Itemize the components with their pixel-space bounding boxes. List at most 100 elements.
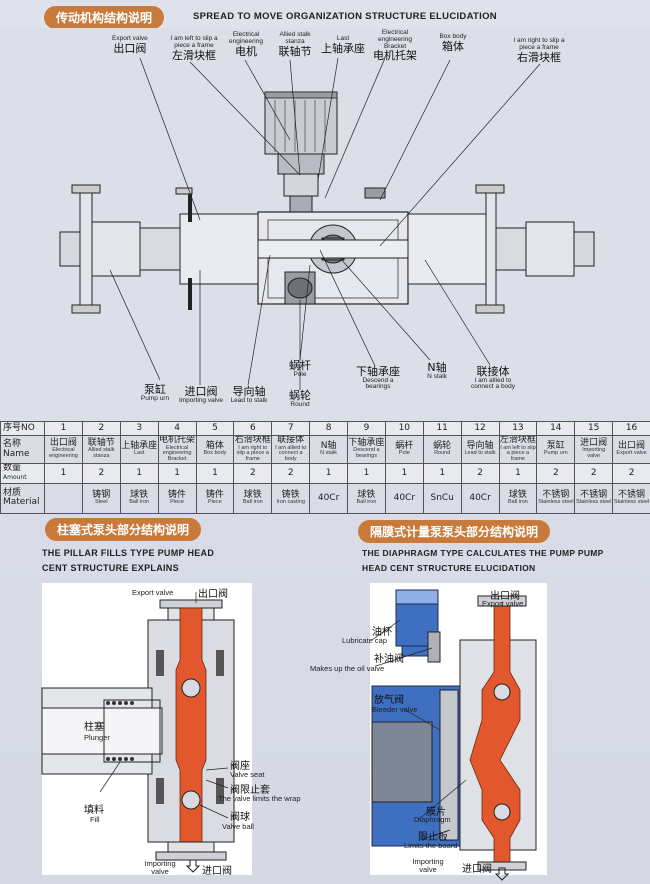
plunger-section-title-en-1: THE PILLAR FILLS TYPE PUMP HEAD — [42, 548, 215, 558]
plunger-label-seat-zh: 阀座 — [230, 761, 250, 772]
table-cell: 2 — [460, 463, 500, 484]
table-cell: 2 — [612, 463, 650, 484]
table-cell: 12 — [460, 421, 500, 436]
label-n-stalk: N轴 N stalk — [427, 361, 447, 380]
label-lead-stalk: 导向轴 Lead to stalk — [230, 385, 268, 404]
table-cell: 7 — [271, 421, 311, 436]
table-cell: 40Cr — [384, 482, 424, 514]
table-cell: 15 — [574, 421, 614, 436]
diaphragm-label-export-en: Export valve — [482, 599, 524, 608]
label-worm-round: 蜗轮 Round — [289, 389, 311, 408]
label-left-slip-frame: I am left to slip a piece a frame 左滑块框 — [170, 35, 218, 62]
label-motor-bracket: Electrical engineering Bracket 电机托架 — [373, 29, 417, 63]
label-import-valve: 进口阀 Importing valve — [178, 385, 224, 404]
diaphragm-label-bleeder-zh: 放气阀 — [374, 695, 404, 706]
table-cell: 3 — [119, 421, 159, 436]
label-lower-bearing: 下轴承座 Descend a bearings — [356, 365, 400, 391]
plunger-section-title-en-2: CENT STRUCTURE EXPLAINS — [42, 563, 179, 573]
plunger-label-plunger-en: Plunger — [84, 733, 110, 742]
plunger-label-plunger-zh: 柱塞 — [84, 722, 104, 733]
plunger-label-ball-zh: 阀球 — [230, 812, 250, 823]
label-connect-body: 联接体 I am allied to connect a body — [470, 365, 516, 391]
label-right-slip-frame: I am right to slip a piece a frame 右滑块框 — [513, 37, 565, 64]
row-header-amount: 数量Amount — [0, 463, 45, 484]
diaphragm-label-bleeder-en: Bleeder valve — [372, 705, 418, 714]
diaphragm-label-oilcup-en: Lubricate cap — [342, 636, 388, 645]
table-cell: 40Cr — [309, 482, 348, 514]
table-cell: 2 — [81, 421, 121, 436]
label-box-body: Box body 箱体 — [439, 33, 467, 53]
table-cell: 2 — [81, 463, 121, 484]
table-cell: 1 — [498, 463, 538, 484]
diaphragm-label-oilvalve-en: Makes up the oil valve — [310, 664, 385, 673]
plunger-label-ball-en: Valve ball — [222, 822, 254, 831]
table-cell: 40Cr — [460, 482, 500, 514]
diaphragm-label-board-en: Limits the board — [404, 841, 458, 850]
plunger-label-export-zh: 出口阀 — [198, 589, 228, 600]
row-header-no: 序号NO — [0, 421, 45, 436]
table-cell: 1 — [195, 463, 235, 484]
parts-table: 序号NO 1 2 3 4 5 6 7 8 9 10 11 12 13 14 15… — [0, 421, 650, 514]
diaphragm-label-board-zh: 限止板 — [418, 832, 448, 843]
diaphragm-label-diaphragm-en: Diaphragm — [414, 815, 451, 824]
table-cell: 1 — [44, 421, 83, 436]
table-cell — [44, 482, 83, 514]
table-cell: 16 — [612, 421, 650, 436]
table-cell: 6 — [233, 421, 273, 436]
table-cell: 13 — [498, 421, 538, 436]
plunger-diagram-frame — [42, 578, 252, 875]
diaphragm-section-title: 隔膜式计量泵泵头部分结构说明 — [358, 520, 551, 543]
plunger-label-export-en: Export valve — [132, 588, 174, 597]
table-row-no: 序号NO 1 2 3 4 5 6 7 8 9 10 11 12 13 14 15… — [0, 421, 650, 436]
table-cell: 9 — [347, 421, 386, 436]
table-cell: SnCu — [422, 482, 462, 514]
plunger-label-import-en: Importing valve — [144, 859, 176, 876]
label-motor: Electrical engineering 电机 — [229, 31, 263, 58]
plunger-label-fill-zh: 填料 — [84, 805, 104, 816]
transmission-title: 传动机构结构说明 — [44, 6, 165, 29]
transmission-drawing — [0, 28, 650, 420]
table-cell: 10 — [384, 421, 424, 436]
transmission-title-en: SPREAD TO MOVE ORGANIZATION STRUCTURE EL… — [193, 11, 497, 22]
diaphragm-label-import-zh: 进口阀 — [462, 864, 492, 875]
table-cell: 2 — [271, 463, 311, 484]
table-cell: 14 — [536, 421, 576, 436]
table-cell: 1 — [44, 463, 83, 484]
diaphragm-label-oilvalve-zh: 补油阀 — [374, 654, 404, 665]
label-allied-stalk: Allied stalk stanza 联轴节 — [278, 31, 312, 58]
diaphragm-label-import-en: Importing valve — [412, 857, 444, 874]
table-cell: 2 — [233, 463, 273, 484]
table-cell: 5 — [195, 421, 235, 436]
label-export-valve: Export valve 出口阀 — [112, 35, 148, 55]
table-cell: 11 — [422, 421, 462, 436]
table-cell: 1 — [384, 463, 424, 484]
label-pump-urn: 泵缸 Pump urn — [140, 383, 170, 402]
table-cell: 2 — [574, 463, 614, 484]
table-cell: 1 — [309, 463, 348, 484]
diaphragm-label-diaphragm-zh: 膜片 — [426, 807, 446, 818]
diaphragm-section-title-en-1: THE DIAPHRAGM TYPE CALCULATES THE PUMP P… — [362, 548, 604, 558]
